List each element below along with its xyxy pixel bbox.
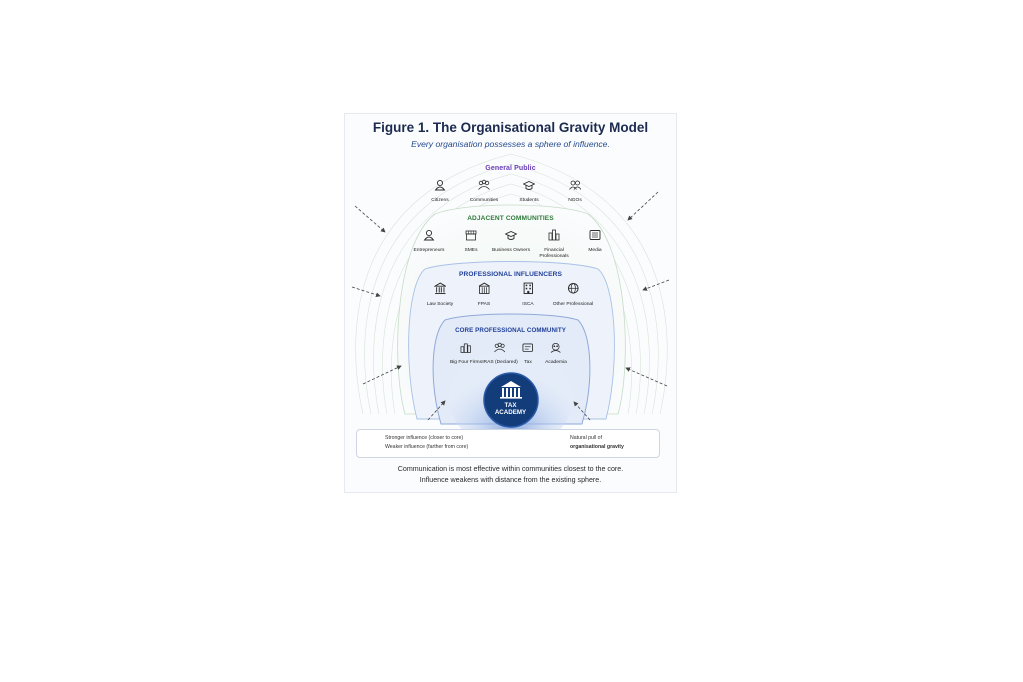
adjacent-item: SMEs [447, 228, 495, 254]
legend-weaker-label: Weaker influence (farther from core) [385, 444, 469, 450]
figure-card: Figure 1. The Organisational Gravity Mod… [344, 113, 677, 493]
graduation-cap-icon [505, 178, 553, 196]
general-public-item: NGOs [551, 178, 599, 204]
tax-document-icon [504, 340, 552, 358]
adjacent-item-label: Business Owners [491, 248, 531, 253]
adjacent-item: Business Owners [487, 228, 535, 254]
adjacent-item: Media [571, 228, 619, 254]
general-public-item: Citizens [416, 178, 464, 204]
general-public-item-label: Communities [469, 198, 499, 203]
general-public-heading: General Public [485, 165, 536, 172]
core-community-item-label: Academia [545, 360, 567, 365]
academic-people-icon [532, 340, 580, 358]
adjacent-communities-heading: ADJACENT COMMUNITIES [467, 215, 554, 222]
legend-pull-label-1: Natural pull of [570, 435, 603, 441]
general-public-item-label: Citizens [431, 198, 449, 203]
core-community-item-label: IRAS (Declared) [482, 360, 518, 365]
people-pair-icon [551, 178, 599, 196]
core-label-line2: ACADEMY [494, 409, 527, 416]
legend-box: Stronger influence (closer to core) Weak… [356, 429, 660, 458]
newspaper-icon [571, 228, 619, 246]
core-community-item: Tax [504, 340, 552, 366]
professional-item: Law Society [416, 282, 464, 308]
core-community-heading: CORE PROFESSIONAL COMMUNITY [455, 327, 566, 334]
professional-influencers-heading: PROFESSIONAL INFLUENCERS [458, 271, 563, 278]
legend-pull-label-2: organisational gravity [570, 444, 624, 450]
footer-line-1: Communication is most effective within c… [397, 465, 624, 473]
professional-item-label: ISCA [522, 302, 534, 307]
adjacent-item-label: Media [588, 248, 602, 253]
figure-title: Figure 1. The Organisational Gravity Mod… [372, 120, 649, 135]
core-community-item-label: Big Four Firms [449, 360, 483, 365]
adjacent-item: Entrepreneurs [405, 228, 453, 254]
core-community-item: Big Four Firms [442, 340, 490, 366]
core-label-line1: TAX [504, 402, 517, 409]
gravity-arrows [351, 191, 670, 421]
adjacent-item-label: Entrepreneurs [413, 248, 445, 253]
influence-contours [355, 153, 668, 415]
general-public-item: Students [505, 178, 553, 204]
globe-network-icon [549, 282, 597, 300]
adjacent-item: Financial Professionals [530, 228, 578, 259]
professional-item-label: Law Society [426, 302, 454, 307]
storefront-icon [447, 228, 495, 246]
adjacent-item-label: Financial Professionals [539, 248, 569, 259]
general-public-item-label: Students [519, 198, 539, 203]
person-icon [416, 178, 464, 196]
professional-item-label: FPAS [477, 302, 491, 307]
professional-item-label: Other Professional [552, 302, 594, 307]
footer-line-2: Influence weakens with distance from the… [419, 476, 602, 484]
person-icon [405, 228, 453, 246]
group-icon [476, 340, 524, 358]
adjacent-item-label: SMEs [464, 248, 478, 253]
office-building-icon [504, 282, 552, 300]
general-public-item-label: NGOs [568, 198, 582, 203]
professional-item: ISCA [504, 282, 552, 308]
professional-item: FPAS [460, 282, 508, 308]
group-icon [460, 178, 508, 196]
building-cluster-icon [530, 228, 578, 246]
core-community-item: IRAS (Declared) [476, 340, 524, 366]
academy-pillars-icon [500, 381, 522, 399]
graduation-cap-icon [487, 228, 535, 246]
legend-stronger-label: Stronger influence (closer to core) [385, 435, 464, 441]
professional-item: Other Professional [549, 282, 597, 308]
general-public-item: Communities [460, 178, 508, 204]
courthouse-icon [416, 282, 464, 300]
gravity-diagram [351, 153, 670, 449]
tax-academy-core [483, 372, 539, 428]
figure-subtitle: Every organisation possesses a sphere of… [411, 139, 610, 149]
core-community-item: Academia [532, 340, 580, 366]
city-buildings-icon [442, 340, 490, 358]
institution-icon [460, 282, 508, 300]
core-community-item-label: Tax [524, 360, 532, 365]
